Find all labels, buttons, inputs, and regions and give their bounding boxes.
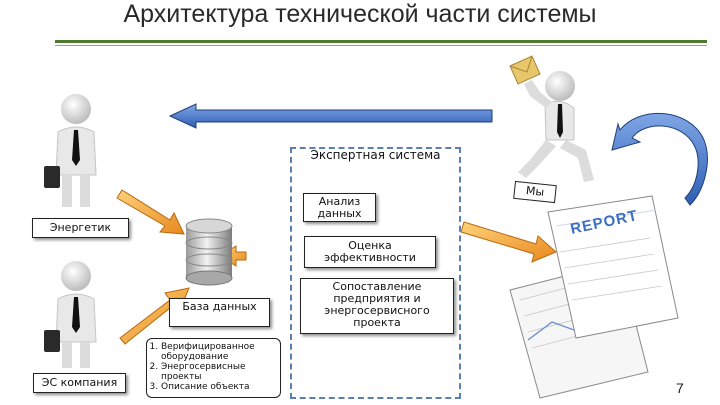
comparison-block: Сопоставление предприятия и энергосервис… xyxy=(300,278,454,334)
running-man-icon xyxy=(509,55,594,182)
energetik-label: Энергетик xyxy=(32,218,129,238)
title-rule xyxy=(55,40,707,43)
list-item: Верифицированное оборудование xyxy=(161,342,276,362)
arrow-db-to-evaluation xyxy=(219,245,247,267)
expert-system-container xyxy=(290,147,461,399)
evaluation-block: Оценка эффективности xyxy=(304,236,436,268)
arrow-expert-to-report xyxy=(460,221,557,263)
arrow-energetik-to-db xyxy=(116,189,185,235)
expert-system-title: Экспертная система xyxy=(310,148,441,162)
feedback-arrow xyxy=(168,103,493,129)
list-item: Энергосервисные проекты xyxy=(161,362,276,382)
curved-arrow xyxy=(611,112,708,206)
title-rule-thin xyxy=(55,45,707,46)
slide-title: Архитектура технической части системы xyxy=(123,0,597,28)
es-company-figure-icon xyxy=(44,261,97,368)
list-item: Описание объекта xyxy=(161,382,276,392)
report-document-icon xyxy=(509,195,679,399)
database-label: База данных xyxy=(169,298,270,327)
energetik-figure-icon xyxy=(44,94,97,207)
analysis-block: Анализ данных xyxy=(303,193,376,222)
page-number: 7 xyxy=(676,380,684,396)
database-icon xyxy=(185,218,233,286)
database-contents-list: Верифицированное оборудование Энергосерв… xyxy=(146,338,281,398)
es-company-label: ЭС компания xyxy=(33,373,126,393)
